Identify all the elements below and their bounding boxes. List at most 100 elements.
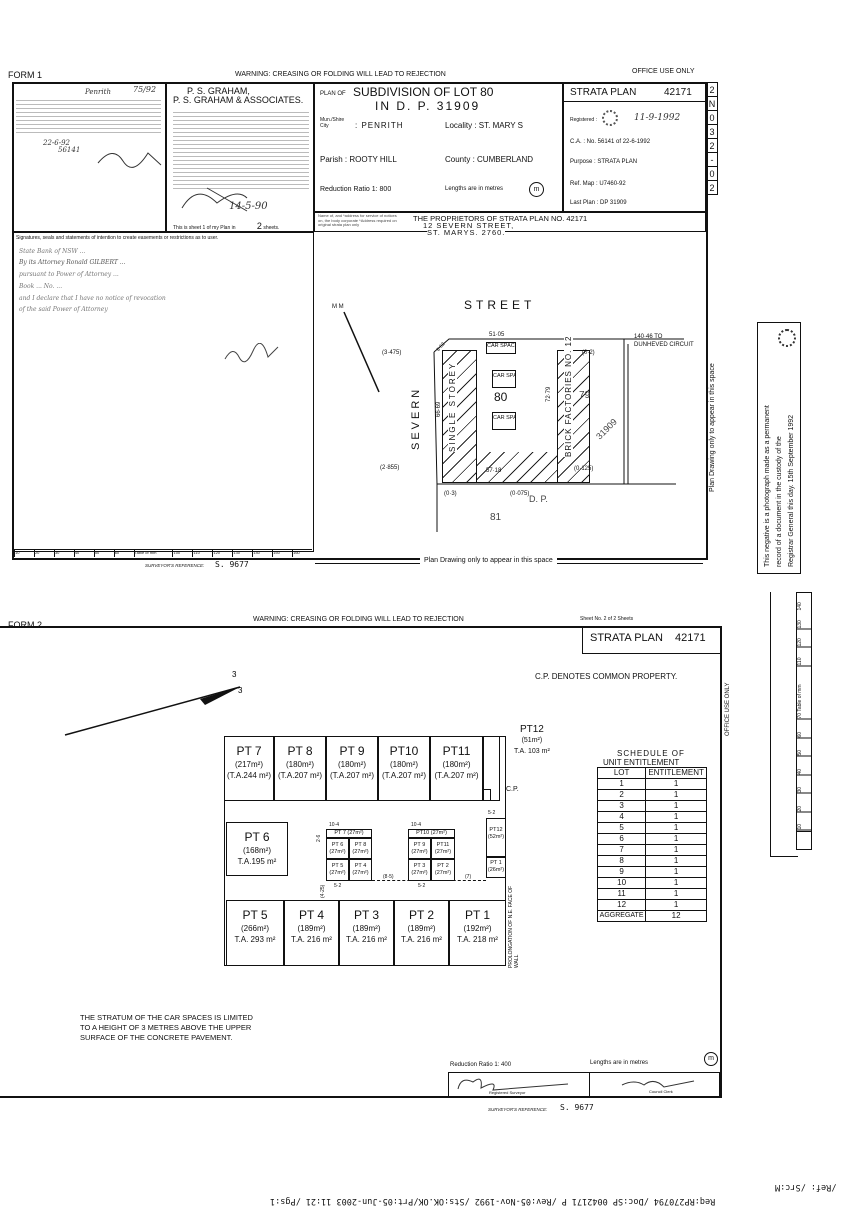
surveyor-certificate: P. S. GRAHAM, P. S. GRAHAM & ASSOCIATES.… [166, 82, 314, 232]
registered-label: Registered : [570, 117, 597, 123]
signature-line: pursuant to Power of Attorney ... [19, 271, 119, 278]
strata-number: 42171 [675, 632, 706, 644]
purpose: Purpose : STRATA PLAN [570, 159, 638, 165]
locality: Locality : ST. MARY S [445, 121, 523, 130]
notices-label: Name of, and *address for service of not… [318, 213, 397, 227]
lot-cell: 1 [596, 778, 647, 790]
signature-line: By its Attorney Ronald GILBERT ... [19, 259, 126, 266]
surveyor-ref-label: SURVEYOR'S REFERENCE: [488, 1107, 548, 1112]
sheet-number: Sheet No. 2 of 2 Sheets [580, 616, 634, 622]
svg-text:3: 3 [238, 686, 243, 695]
car-space-pt6: PT 6 (27m²) [326, 838, 349, 859]
form2-warning: WARNING: CREASING OR FOLDING WILL LEAD T… [253, 616, 464, 623]
lot-pt11: PT11(180m²)(T.A.207 m²) [430, 736, 483, 801]
strata-label: STRATA PLAN [570, 87, 637, 98]
surveyor-signature [181, 187, 248, 212]
form1-office-use: OFFICE USE ONLY [632, 68, 695, 75]
council-certificate: 75/92 Penrith 22-6-92 56141 [12, 82, 166, 232]
cert-date: 22-6-92 [43, 139, 70, 147]
strata-label: STRATA PLAN [590, 632, 663, 644]
col-entitlement: ENTITLEMENT [645, 767, 707, 779]
north-label: M M [332, 304, 344, 310]
entitlement-cell: 1 [645, 778, 707, 790]
dim-to: 140·46 TO [634, 334, 663, 340]
offset: (0·125) [574, 466, 594, 472]
lot-pt9: PT 9(180m²)(T.A.207 m²) [326, 736, 378, 801]
surveyor-date: 14-5-90 [229, 201, 268, 212]
plan-of-label: PLAN OF [320, 91, 346, 97]
dim: 10·4 [329, 822, 340, 828]
lot-cell: 4 [596, 811, 647, 823]
lot-cell: 9 [596, 866, 647, 878]
prolongation-note: PROLONGATION OF N.E. FACE OF WALL [508, 885, 520, 968]
entitlement-cell: 1 [645, 899, 707, 911]
car-spaces: CAR SPACES [492, 370, 516, 388]
dim: (4·25) [320, 884, 326, 898]
footer-request-info: Req:RP270794 /Doc:SP 0042171 P /Rev:05-N… [270, 1196, 716, 1206]
council-signature [97, 152, 162, 168]
plan-details: PLAN OF SUBDIVISION OF LOT 80 IN D. P. 3… [314, 82, 563, 212]
offset: (0·2) [582, 350, 595, 356]
negative-certificate: This negative is a photograph made as a … [757, 322, 801, 574]
dim: 5·2 [418, 883, 426, 889]
entitlement-cell: 1 [645, 877, 707, 889]
notices-row: Name of, and *address for service of not… [314, 212, 706, 237]
signature-line: of the said Power of Attorney [19, 306, 108, 313]
council-clerk-signature [621, 1080, 695, 1088]
surveyor-fine-print [173, 109, 309, 191]
entitlement-cell: 1 [645, 800, 707, 812]
form1-label: FORM 1 [8, 70, 43, 80]
lot-pt12-area [483, 736, 500, 801]
lot-pt6: PT 6(168m²)T.A.195 m² [226, 822, 288, 876]
lot-pt10: PT10(180m²)(T.A.207 m²) [378, 736, 430, 801]
lot-pt3: PT 3(189m²)T.A. 216 m² [339, 900, 394, 966]
offset: (2·855) [380, 465, 400, 471]
mun-label: Mun./Shire City [320, 117, 345, 129]
form1-warning: WARNING: CREASING OR FOLDING WILL LEAD T… [235, 71, 446, 78]
cert-fine-print [16, 97, 161, 135]
col-lot: LOT [596, 767, 647, 779]
dim-left: 66·69 [436, 401, 442, 417]
metric-seal-icon: m [529, 182, 544, 197]
strata-plan-box: STRATA PLAN 42171 Registered : 11-9-1992… [563, 82, 706, 212]
cp-note: C.P. DENOTES COMMON PROPERTY. [535, 672, 678, 681]
car-space-pt11: PT11 (27m²) [431, 838, 455, 859]
strata-number: 42171 [664, 87, 692, 98]
negative-line3: Registrar General this day. 15th Septemb… [788, 414, 795, 567]
plan-space-note: Plan Drawing only to appear in this spac… [420, 557, 557, 564]
lot-pt8: PT 8(180m²)(T.A.207 m²) [274, 736, 326, 801]
plan-title: SUBDIVISION OF LOT 80 [353, 85, 494, 99]
registrar-seal-icon [778, 329, 796, 347]
scale-frame [770, 592, 798, 857]
dim-right: 72·79 [546, 386, 552, 402]
parish: Parish : ROOTY HILL [320, 155, 397, 164]
dp-label: D. P. [529, 494, 548, 504]
ca-number: C.A. : No. 56141 of 22-6-1992 [570, 139, 651, 145]
signature-line: Book ... No. ... [19, 283, 63, 290]
dim: (8·5) [383, 874, 394, 880]
entitlement-cell: 1 [645, 811, 707, 823]
svg-text:3: 3 [232, 670, 237, 679]
car-space-pt10: PT10 (27m²) [408, 829, 455, 838]
registered-date: 11-9-1992 [634, 113, 681, 123]
plan-space-note-vertical: Plan Drawing only to appear in this spac… [709, 363, 716, 492]
single-storey-label: SINGLE STOREY [448, 361, 457, 452]
surveyor-ref: S. 9677 [215, 560, 249, 569]
site-lines [343, 311, 684, 532]
car-space-pt1: PT 1 (26m²) [486, 857, 506, 878]
dim: 10·4 [411, 822, 422, 828]
signatures-heading: Signatures, seals and statements of inte… [16, 235, 219, 241]
schedule-subtitle: UNIT ENTITLEMENT [603, 758, 680, 767]
form2-frame [0, 626, 722, 1098]
lot-cell: 6 [596, 833, 647, 845]
cp-label: C.P. [506, 786, 519, 793]
lot-pt2: PT 2(189m²)T.A. 216 m² [394, 900, 449, 966]
